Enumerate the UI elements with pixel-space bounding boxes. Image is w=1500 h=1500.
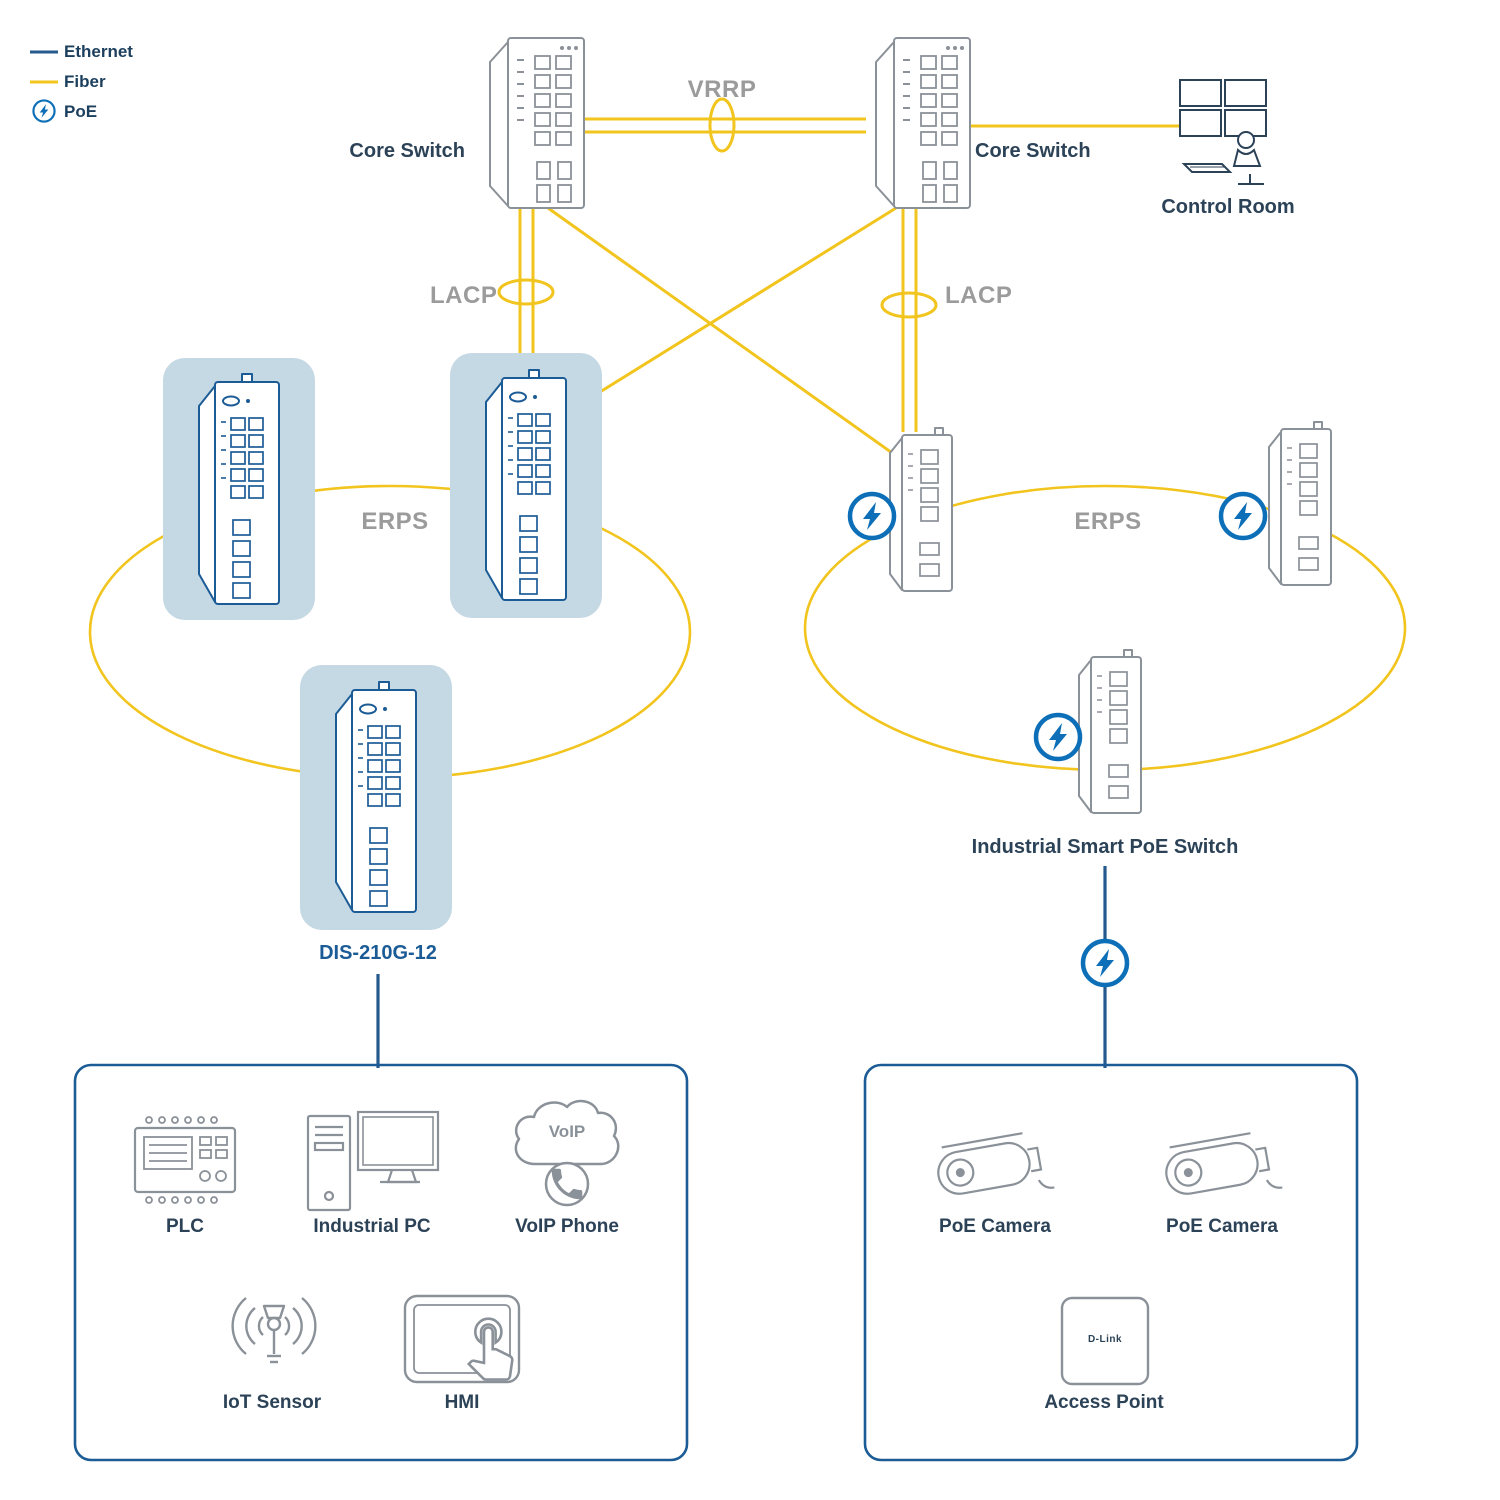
poe-switch-bottom-icon <box>1078 649 1142 814</box>
poe-camera-2-label: PoE Camera <box>1166 1216 1278 1237</box>
lacp-left-label: LACP <box>430 282 498 309</box>
fiber-links <box>88 97 1407 780</box>
iot-sensor-label: IoT Sensor <box>222 1392 322 1413</box>
poe-devices-box <box>863 1063 1359 1462</box>
poe-camera-1-icon <box>932 1128 1056 1209</box>
endpoint-group-boxes <box>73 1063 1359 1462</box>
legend-poe-label: PoE <box>64 102 98 121</box>
cross-fiber-line-left-to-right <box>547 206 896 457</box>
erps-right-label: ERPS <box>1074 508 1142 535</box>
dis-model-label: DIS-210G-12 <box>319 942 437 964</box>
poe-camera-2-icon <box>1160 1128 1284 1209</box>
industrial-pc-icon <box>306 1110 440 1212</box>
access-point-label: Access Point <box>1044 1392 1164 1413</box>
access-point-logo-text: D-Link <box>1087 1334 1123 1345</box>
plc-label: PLC <box>166 1216 204 1237</box>
vrrp-label: VRRP <box>687 76 757 103</box>
voip-cloud-text: VoIP <box>548 1122 586 1141</box>
dis-210g-12-icon <box>335 681 417 913</box>
core-switch-left-icon <box>489 37 585 209</box>
wired-devices-box <box>73 1063 689 1462</box>
hmi-label: HMI <box>444 1392 480 1413</box>
hmi-icon <box>403 1294 521 1384</box>
core-switch-right-label: Core Switch <box>975 140 1091 162</box>
poe-switch-top-right-icon <box>1268 421 1332 586</box>
industrial-smart-poe-switch-label: Industrial Smart PoE Switch <box>971 836 1239 858</box>
core-switch-right-icon <box>875 37 971 209</box>
voip-phone-label: VoIP Phone <box>515 1216 619 1237</box>
din-switch-a-icon <box>198 373 280 605</box>
poe-switch-top-left-icon <box>889 427 953 592</box>
access-point-icon <box>1060 1296 1150 1386</box>
legend-poe-icon <box>32 99 56 123</box>
plc-icon <box>133 1115 237 1205</box>
industrial-pc-label: Industrial PC <box>313 1216 431 1237</box>
poe-icon-switch-top-left <box>850 494 894 538</box>
core-switch-left-label: Core Switch <box>349 140 465 162</box>
poe-icon-switch-top-right <box>1221 494 1265 538</box>
erps-left-label: ERPS <box>361 508 429 535</box>
lacp-left-aggregation-oval <box>497 278 555 306</box>
ethernet-links <box>376 866 1107 1068</box>
poe-icon-ethernet-link <box>1083 941 1127 985</box>
control-room-icon <box>1179 79 1267 185</box>
lacp-right-label: LACP <box>945 282 1013 309</box>
vrrp-aggregation-oval <box>708 97 736 153</box>
legend-fiber-label: Fiber <box>64 72 106 91</box>
iot-sensor-icon <box>231 1296 317 1364</box>
poe-camera-1-label: PoE Camera <box>939 1216 1051 1237</box>
poe-icon-switch-bottom <box>1036 715 1080 759</box>
din-switch-b-icon <box>485 369 567 601</box>
control-room-label: Control Room <box>1161 196 1295 218</box>
lacp-right-aggregation-oval <box>880 291 938 319</box>
cross-fiber-line-right-to-left <box>599 206 897 394</box>
legend-ethernet-label: Ethernet <box>64 42 133 61</box>
voip-phone-icon <box>514 1099 620 1207</box>
